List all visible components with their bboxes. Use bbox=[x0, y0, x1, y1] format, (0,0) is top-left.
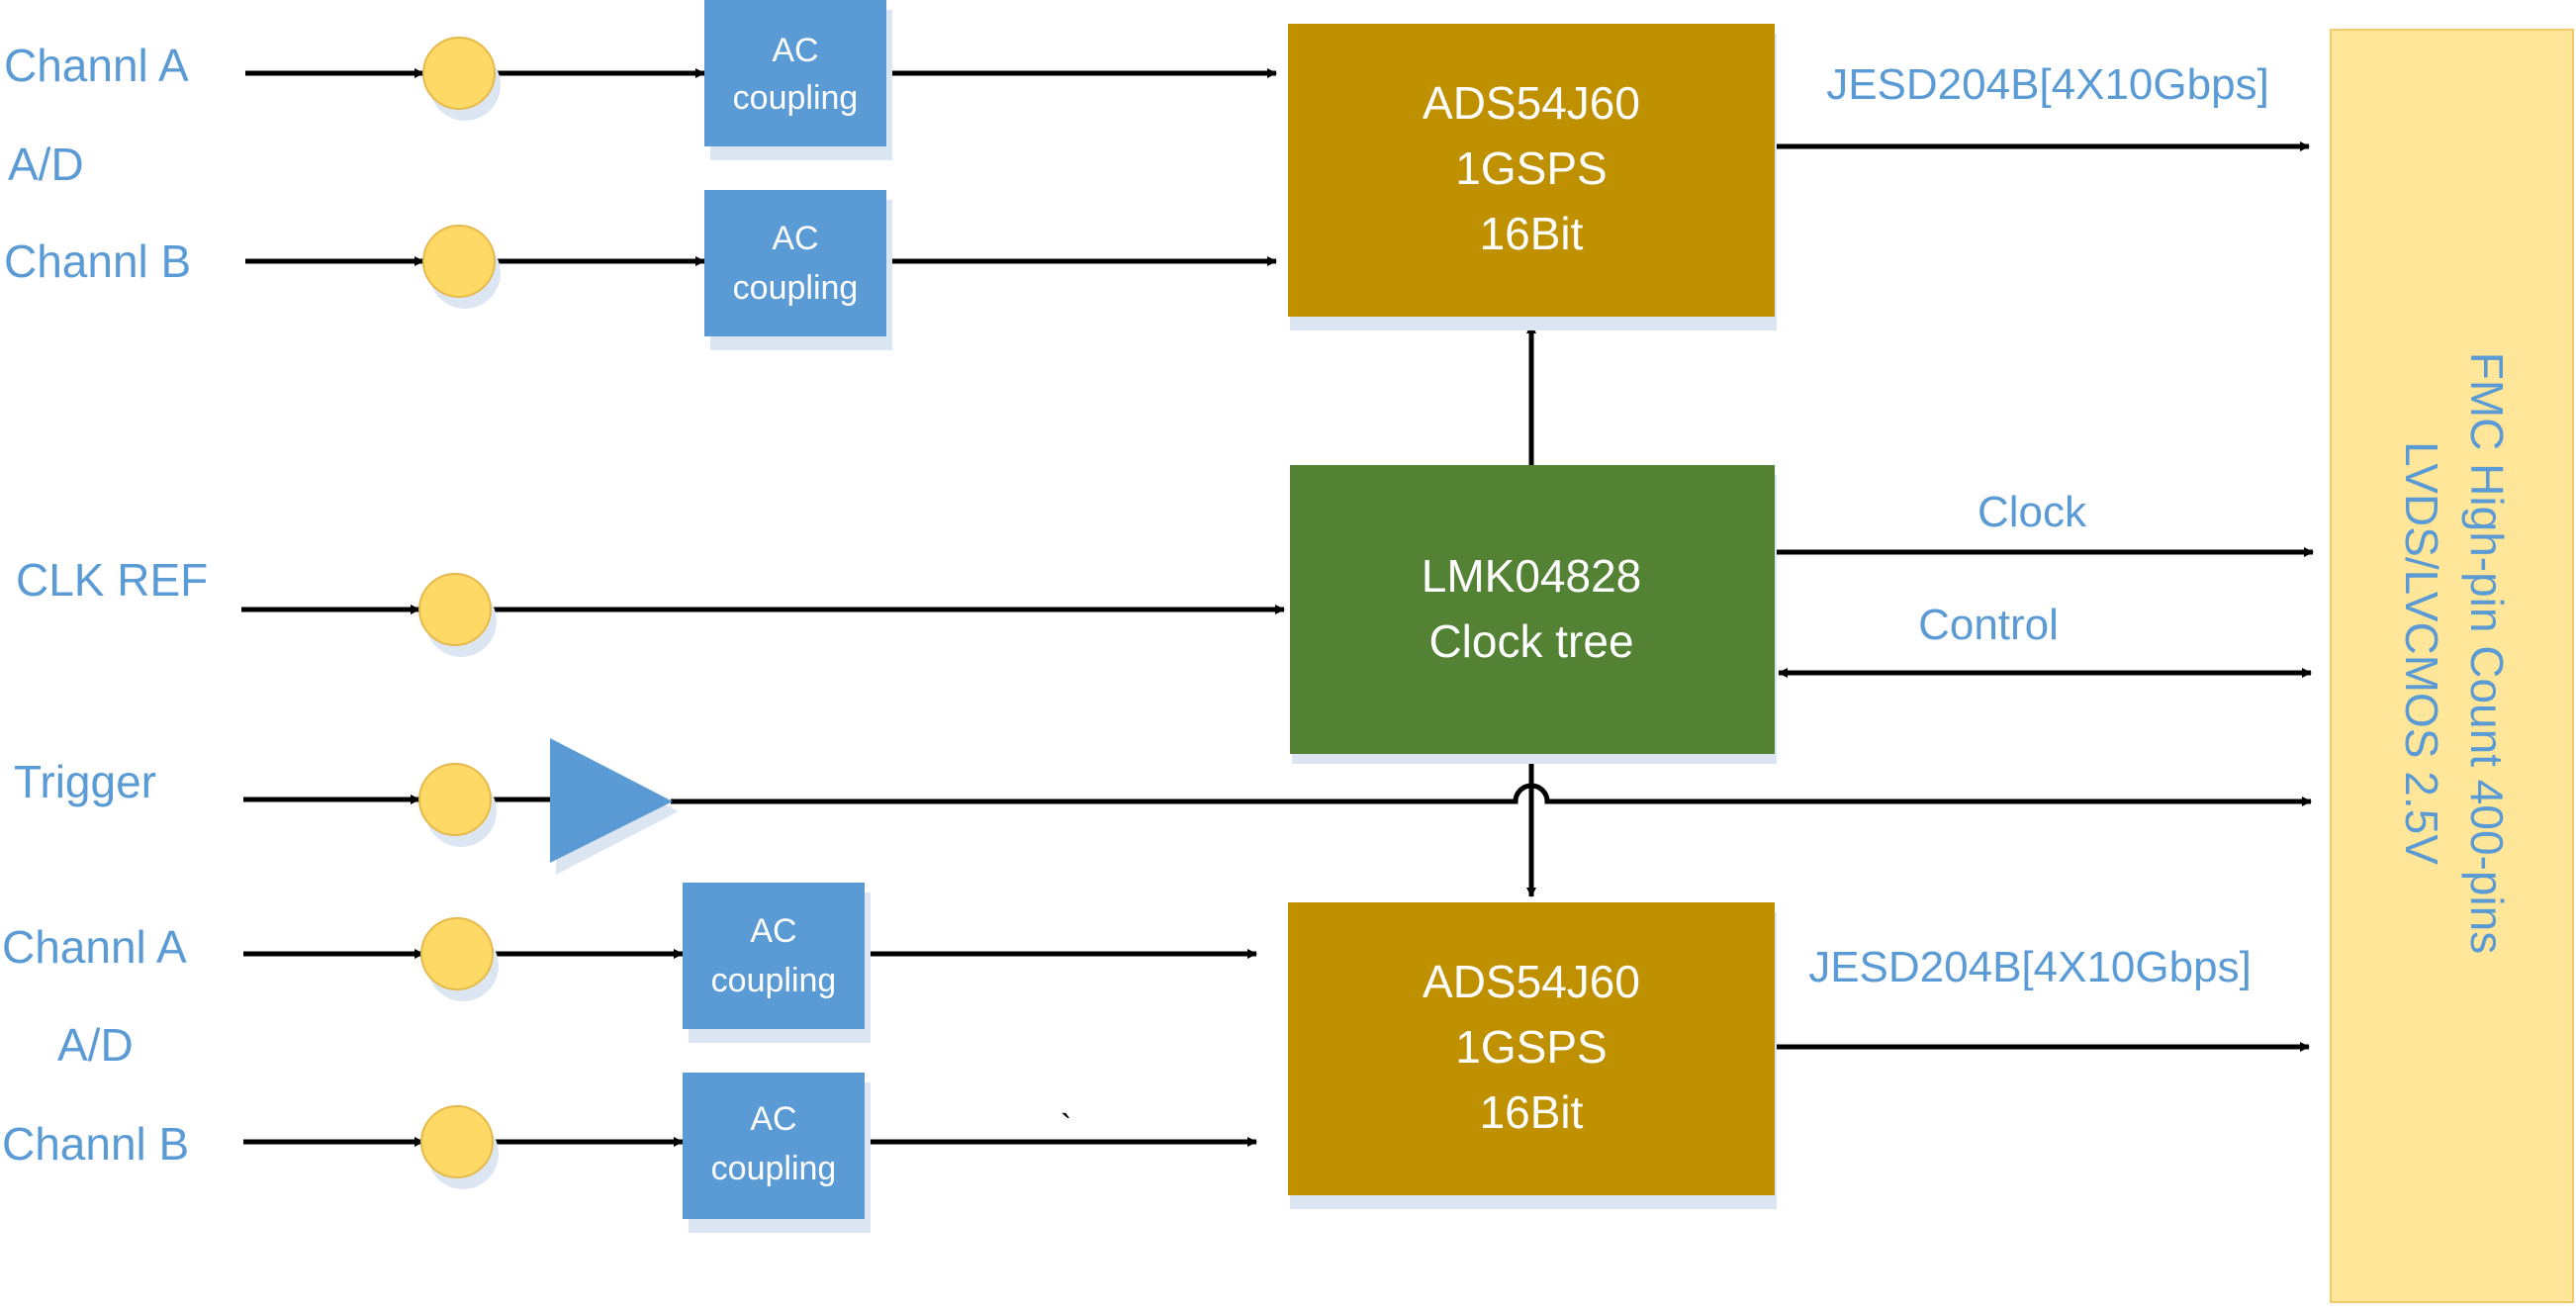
clock-out-label: Clock bbox=[1978, 488, 2087, 536]
control-label: Control bbox=[1918, 601, 2059, 649]
ac-coupling-label-line2: coupling bbox=[711, 1150, 837, 1187]
jesd-top-label: JESD204B[4X10Gbps] bbox=[1826, 60, 2269, 109]
clock-tree-line2: Clock tree bbox=[1428, 615, 1633, 667]
adc-bottom-line1: ADS54J60 bbox=[1423, 956, 1640, 1007]
trigger-label: Trigger bbox=[14, 756, 156, 807]
ac-coupling-top-b: AC coupling bbox=[704, 190, 892, 350]
connector-top-a bbox=[422, 37, 501, 121]
bottom-channel-a-label: Channl A bbox=[2, 921, 187, 973]
top-channel-b-label: Channl B bbox=[4, 235, 191, 287]
connector-bottom-b bbox=[420, 1105, 499, 1189]
clock-tree-line1: LMK04828 bbox=[1422, 550, 1642, 602]
fmc-connector: FMC High-pin Count 400-pins LVDS/LVCMOS … bbox=[2330, 29, 2574, 1303]
top-channel-a-label: Channl A bbox=[4, 40, 189, 91]
clk-ref-label: CLK REF bbox=[16, 554, 208, 606]
ac-coupling-label-line1: AC bbox=[750, 912, 796, 950]
stray-mark: ` bbox=[1060, 1108, 1071, 1146]
adc-top-line2: 1GSPS bbox=[1455, 142, 1607, 194]
adc-bottom-line3: 16Bit bbox=[1480, 1086, 1584, 1138]
bottom-ad-label: A/D bbox=[57, 1019, 134, 1071]
top-ad-label: A/D bbox=[8, 139, 84, 190]
output-labels: JESD204B[4X10Gbps] Clock Control JESD204… bbox=[1060, 60, 2269, 1146]
ac-coupling-bottom-b: AC coupling bbox=[683, 1073, 871, 1233]
input-labels: Channl A A/D Channl B CLK REF Trigger Ch… bbox=[2, 40, 208, 1170]
wires bbox=[241, 68, 2314, 1147]
connectors bbox=[418, 37, 501, 1189]
fmc-label-line1: FMC High-pin Count 400-pins bbox=[2461, 352, 2513, 955]
ac-coupling-label-line1: AC bbox=[772, 220, 818, 257]
jesd-bottom-label: JESD204B[4X10Gbps] bbox=[1808, 943, 2252, 991]
adc-bottom-block: ADS54J60 1GSPS 16Bit bbox=[1288, 902, 1777, 1209]
adc-top-block: ADS54J60 1GSPS 16Bit bbox=[1288, 24, 1777, 330]
connector-bottom-a bbox=[420, 917, 499, 1001]
ac-coupling-bottom-a: AC coupling bbox=[683, 883, 871, 1043]
fmc-label-line2: LVDS/LVCMOS 2.5V bbox=[2396, 441, 2447, 865]
ac-coupling-label-line1: AC bbox=[750, 1100, 796, 1138]
adc-top-line1: ADS54J60 bbox=[1423, 77, 1640, 129]
ac-coupling-label-line2: coupling bbox=[733, 269, 859, 307]
buffer-triangle-icon bbox=[550, 738, 673, 863]
bottom-channel-b-label: Channl B bbox=[2, 1118, 189, 1170]
connector-clk-ref bbox=[418, 573, 497, 657]
connector-trigger bbox=[418, 763, 497, 847]
wire-trigger-out bbox=[671, 783, 2312, 806]
adc-bottom-line2: 1GSPS bbox=[1455, 1021, 1607, 1073]
ac-coupling-label-line2: coupling bbox=[711, 962, 837, 999]
adc-top-line3: 16Bit bbox=[1480, 208, 1584, 259]
trigger-buffer bbox=[550, 738, 679, 875]
ac-coupling-label-line2: coupling bbox=[733, 79, 859, 117]
fmc-connector-box bbox=[2330, 29, 2574, 1303]
ac-coupling-top-a: AC coupling bbox=[704, 0, 892, 160]
connector-top-b bbox=[422, 225, 501, 309]
ac-coupling-label-line1: AC bbox=[772, 32, 818, 69]
clock-tree-block: LMK04828 Clock tree bbox=[1290, 465, 1777, 764]
